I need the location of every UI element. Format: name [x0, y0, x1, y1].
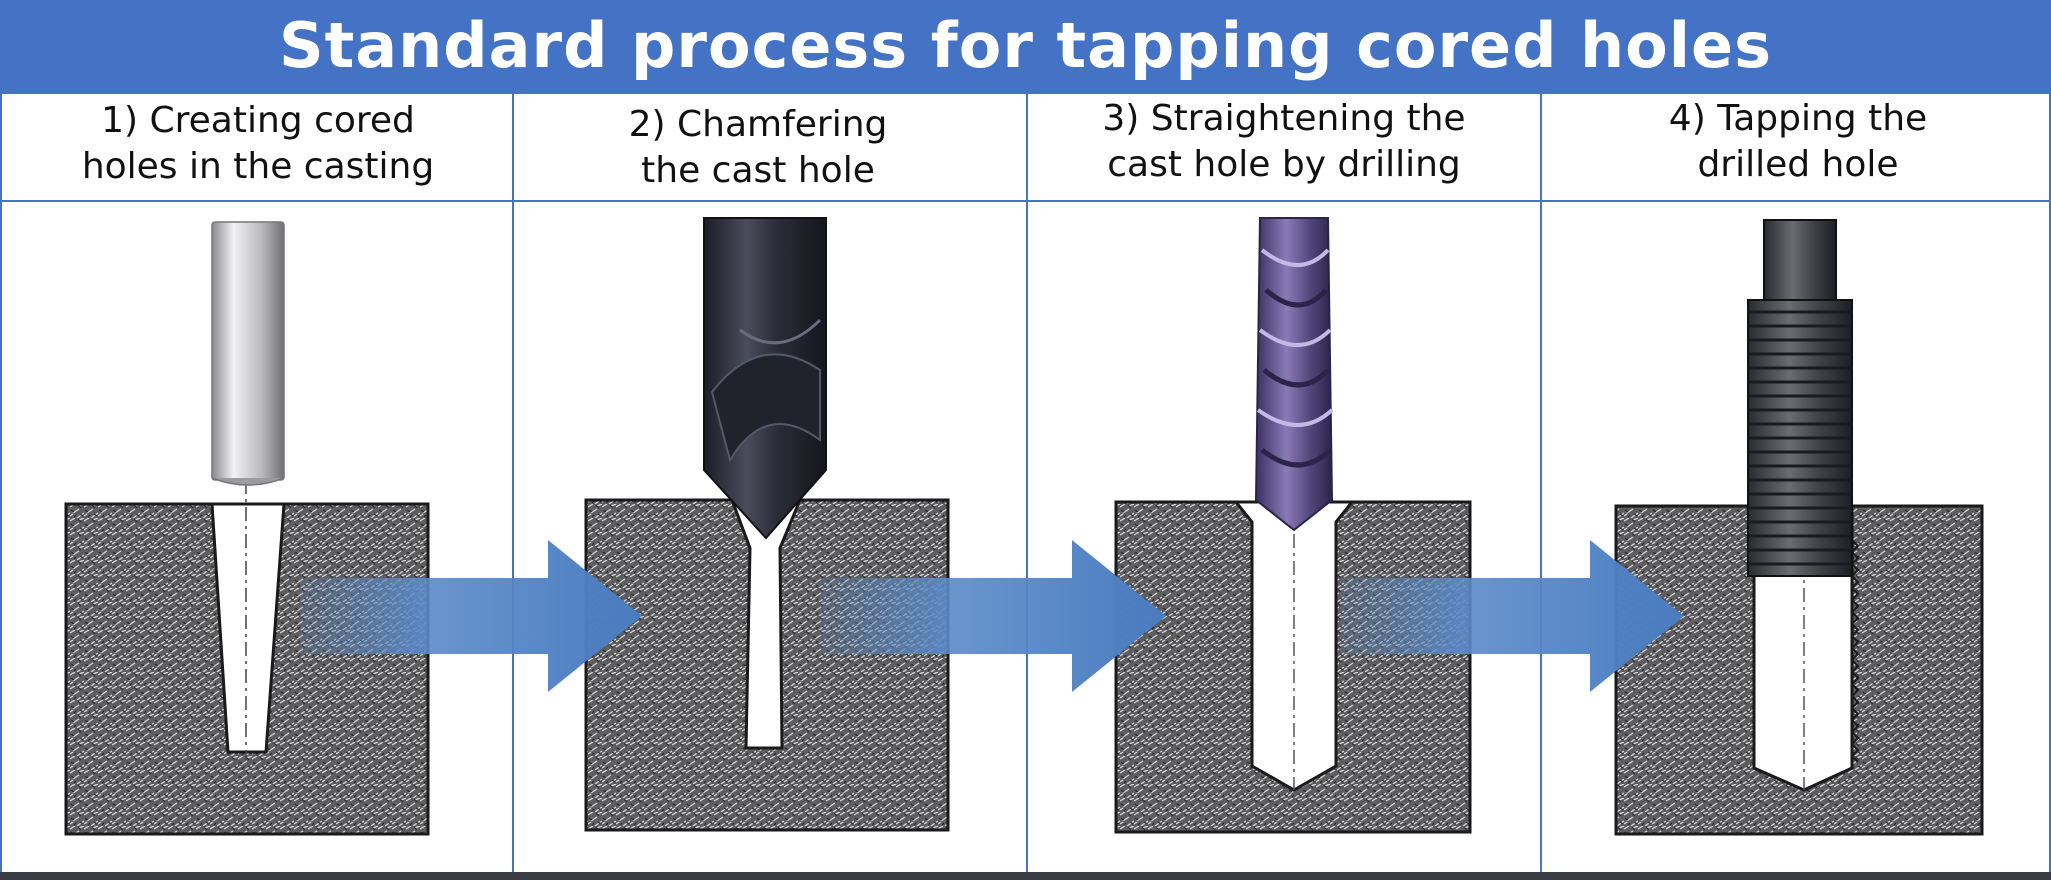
chamfer-tool-icon: [703, 217, 827, 540]
casting-block-2: [584, 498, 950, 832]
column-divider: [512, 94, 514, 872]
tap-icon: [1747, 219, 1853, 577]
column-divider: [1026, 94, 1028, 872]
process-arrow-icon: [1340, 540, 1684, 692]
page-title: Standard process for tapping cored holes: [279, 9, 1772, 82]
column-divider: [1540, 94, 1542, 872]
process-arrow-icon: [820, 540, 1166, 692]
casting-block-3: [1114, 480, 1472, 834]
bottom-border: [0, 872, 2051, 880]
step-4-label: 4) Tapping the drilled hole: [1542, 96, 2051, 188]
title-bar: Standard process for tapping cored holes: [0, 0, 2051, 94]
step-1-label: 1) Creating cored holes in the casting: [2, 98, 514, 190]
step-2-label: 2) Chamfering the cast hole: [502, 102, 1014, 194]
step-2-line-2: the cast hole: [641, 150, 875, 191]
step-1-line-1: 1) Creating cored: [101, 100, 415, 141]
step-1-line-2: holes in the casting: [81, 146, 435, 187]
step-4-line-2: drilled hole: [1697, 144, 1899, 185]
step-4-line-1: 4) Tapping the: [1668, 98, 1928, 139]
step-3-label: 3) Straightening the cast hole by drilli…: [1028, 96, 1540, 188]
step-2-line-1: 2) Chamfering: [628, 104, 888, 145]
casting-block-1: [64, 480, 430, 836]
core-pin-icon: [211, 221, 285, 486]
step-3-line-1: 3) Straightening the: [1102, 98, 1466, 139]
step-3-line-2: cast hole by drilling: [1107, 144, 1461, 185]
twist-drill-icon: [1254, 217, 1334, 532]
step-grid: 1) Creating cored holes in the casting 2…: [0, 94, 2051, 874]
process-arrow-icon: [300, 540, 642, 692]
